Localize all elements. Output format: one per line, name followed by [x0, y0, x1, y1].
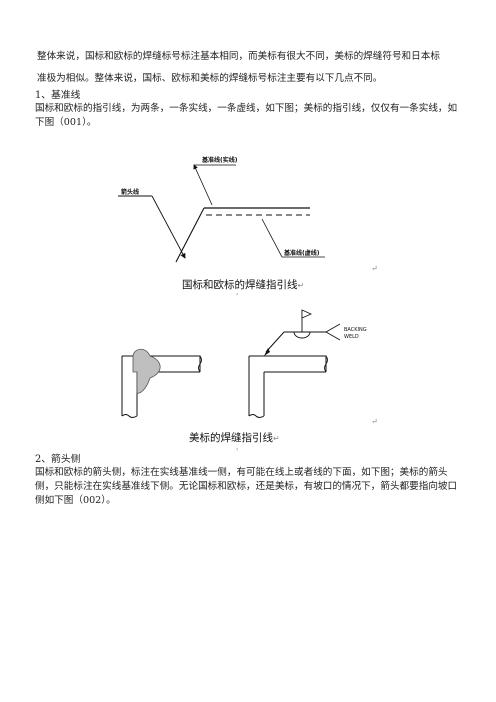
return-mark: ↵ — [371, 264, 378, 273]
intro-line-1: 整体来说，国标和欧标的焊缝标号标注基本相同，而美标有很大不同，美标的焊缝符号和日… — [37, 51, 440, 62]
label-weld: WELD — [344, 334, 359, 340]
return-mark-2: ↵ — [371, 417, 378, 426]
figure-2-caption: 美标的焊缝指引线↵ — [189, 432, 280, 444]
label-dashed-line: 基准线(虚线) — [283, 249, 320, 257]
section-1-body: 国标和欧标的指引线，为两条，一条实线，一条虚线，如下图；美标的指引线，仅仅有一条… — [35, 103, 458, 128]
label-backing: BACKING — [344, 327, 367, 333]
intro-line-2: 准极为相似。整体来说，国标、欧标和美标的焊缝标号标注主要有以下几点不同。 — [37, 73, 383, 84]
label-solid-line: 基准线(实线) — [201, 156, 238, 164]
section-2-heading: 2、箭头侧 — [35, 454, 81, 465]
figure-1-caption: 国标和欧标的焊缝指引线↵ — [182, 279, 305, 291]
small-mark: ' — [236, 292, 239, 301]
small-mark-2: ' — [236, 447, 239, 456]
section-2-body: 国标和欧标的箭头侧，标注在实线基准线一侧，有可能在线上或者线的下面，如下图；美标… — [35, 467, 458, 506]
label-arrow-line: 箭头线 — [121, 188, 139, 196]
section-1-heading: 1、基准线 — [35, 90, 81, 101]
